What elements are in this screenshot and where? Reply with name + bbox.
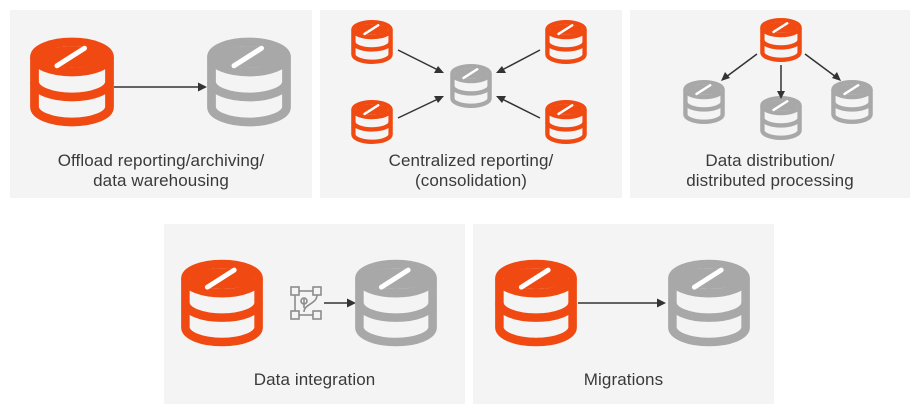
panel-migrations: Migrations [473, 224, 774, 404]
migrations-diagram [473, 224, 774, 404]
target-database-icon [685, 82, 722, 122]
source-database-icon [185, 264, 258, 342]
panel-offload-reporting: Offload reporting/archiving/ data wareho… [10, 10, 312, 198]
caption-line: Offload reporting/archiving/ [57, 151, 265, 170]
offload-diagram [10, 10, 312, 198]
target-database-icon [212, 42, 287, 122]
caption-line: Centralized reporting/ [388, 151, 554, 170]
source-database-icon [547, 102, 584, 142]
arrow-icon [721, 53, 841, 99]
caption-line: (consolidation) [414, 171, 528, 190]
caption-line: Migrations [583, 370, 664, 389]
panel-caption: Centralized reporting/ (consolidation) [320, 151, 622, 191]
panel-caption: Data integration [164, 370, 465, 390]
arrow-icon [114, 82, 207, 92]
caption-line: Data integration [253, 370, 376, 389]
centralized-diagram [320, 10, 622, 198]
target-database-icon [833, 82, 870, 122]
source-database-icon [762, 20, 799, 60]
panel-data-integration: Data integration [164, 224, 465, 404]
panel-data-distribution: Data distribution/ distributed processin… [630, 10, 910, 198]
source-database-icon [353, 102, 390, 142]
source-database-icon [353, 22, 390, 62]
data-pipeline-icon [290, 286, 322, 320]
panel-caption: Offload reporting/archiving/ data wareho… [10, 151, 312, 191]
panel-caption: Migrations [473, 370, 774, 390]
source-database-icon [35, 42, 110, 122]
arrow-icon [397, 49, 541, 119]
target-database-icon [452, 66, 489, 106]
panel-caption: Data distribution/ distributed processin… [630, 151, 910, 191]
target-database-icon [359, 264, 432, 342]
caption-line: data warehousing [93, 171, 229, 190]
integration-diagram [164, 224, 465, 404]
distribution-diagram [630, 10, 910, 198]
target-database-icon [762, 98, 799, 138]
target-database-icon [672, 264, 745, 342]
arrow-icon [324, 298, 356, 308]
caption-line: Data distribution/ [705, 151, 835, 170]
source-database-icon [547, 22, 584, 62]
arrow-icon [578, 298, 666, 308]
panel-centralized-reporting: Centralized reporting/ (consolidation) [320, 10, 622, 198]
caption-line: distributed processing [686, 171, 854, 190]
source-database-icon [499, 264, 572, 342]
